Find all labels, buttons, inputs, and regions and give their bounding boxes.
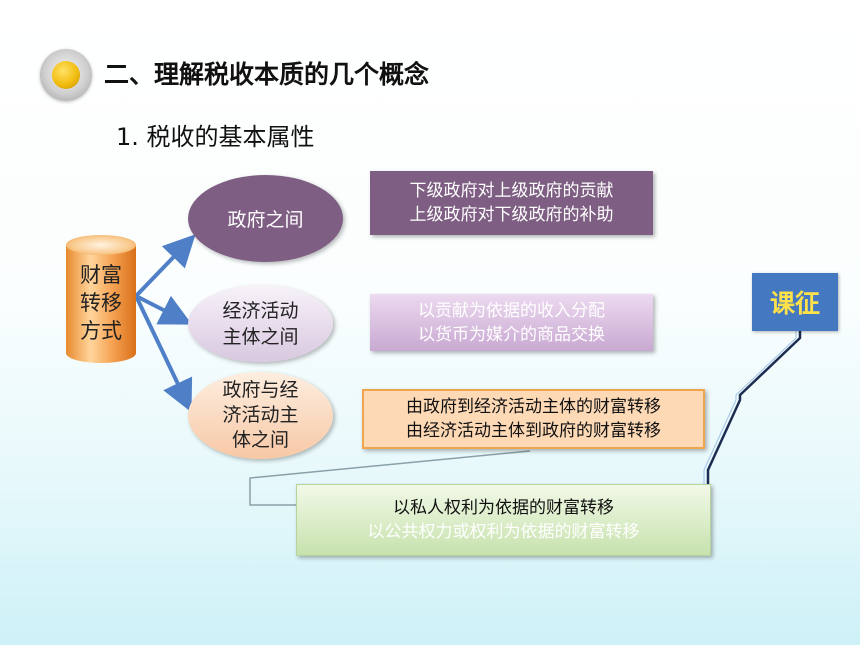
slide-subtitle: 1. 税收的基本属性 (116, 123, 315, 151)
levy-badge: 课征 (752, 273, 838, 331)
box-rights-basis: 以私人权利为依据的财富转移 以公共权力或权利为依据的财富转移 (296, 484, 711, 556)
branch-label-line: 济活动主 (222, 404, 299, 426)
branch-label-line: 经济活动 (222, 299, 299, 322)
bullet-icon-core (52, 61, 80, 89)
root-cylinder: 财富 转移 方式 (66, 235, 136, 363)
box-line: 以公共权力或权利为依据的财富转移 (367, 522, 640, 542)
slide-title: 二、理解税收本质的几个概念 (104, 60, 430, 89)
root-label-line: 财富 (80, 263, 122, 287)
arrow-to-gov (134, 234, 196, 298)
branch-label-line: 政府与经 (222, 379, 299, 401)
bullet-icon (40, 49, 92, 101)
branch-between-economic-actors: 经济活动 主体之间 (188, 285, 333, 362)
root-label-line: 方式 (80, 319, 122, 343)
box-line: 由经济活动主体到政府的财富转移 (406, 421, 661, 441)
box-line: 以私人权利为依据的财富转移 (393, 498, 614, 518)
branch-label-line: 体之间 (231, 429, 289, 451)
box-line: 下级政府对上级政府的贡献 (409, 181, 614, 201)
box-line: 由政府到经济活动主体的财富转移 (406, 397, 661, 417)
arrow-to-econ (135, 294, 193, 325)
box-government-economic-transfers: 由政府到经济活动主体的财富转移 由经济活动主体到政府的财富转移 (362, 389, 705, 449)
cylinder-top (66, 235, 136, 255)
box-line: 上级政府对下级政府的补助 (409, 205, 614, 225)
bracket-line-left (249, 450, 531, 506)
levy-badge-label: 课征 (769, 289, 820, 318)
box-line: 以货币为媒介的商品交换 (418, 324, 605, 345)
box-government-transfers: 下级政府对上级政府的贡献 上级政府对下级政府的补助 (370, 171, 653, 235)
arrow-to-gov-econ (134, 295, 193, 413)
root-label-line: 转移 (80, 291, 122, 315)
branch-label-line: 主体之间 (222, 325, 299, 348)
box-economic-exchange: 以贡献为依据的收入分配 以货币为媒介的商品交换 (370, 294, 653, 351)
branch-government-and-economic-actors: 政府与经 济活动主 体之间 (188, 372, 333, 459)
branch-label: 政府之间 (227, 209, 304, 231)
box-line: 以贡献为依据的收入分配 (418, 300, 605, 321)
cylinder-body (66, 245, 136, 353)
root-label: 财富 转移 方式 (66, 261, 136, 345)
branch-between-governments: 政府之间 (188, 175, 343, 262)
